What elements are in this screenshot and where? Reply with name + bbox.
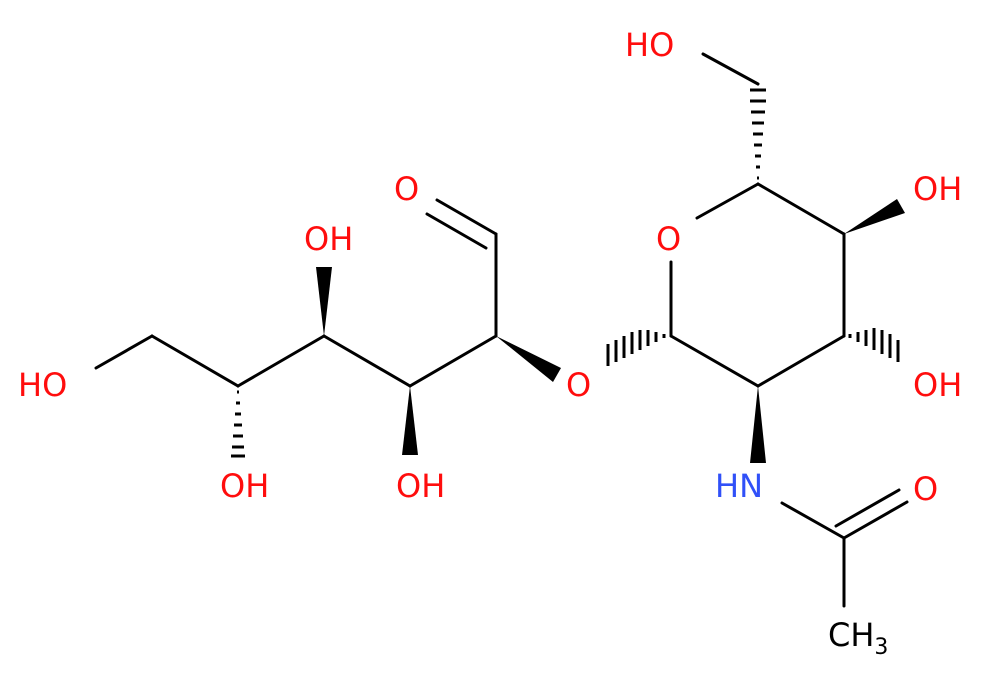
bond-carbonyl-o-2 bbox=[834, 488, 901, 528]
oh-chain-low-label: OH bbox=[220, 467, 269, 505]
bond-chain-c6-ho bbox=[94, 334, 154, 370]
ho-terminal-label: HO bbox=[18, 366, 67, 404]
hash-c3-oh bbox=[848, 328, 900, 362]
bond-nh-carbonyl bbox=[780, 501, 846, 540]
hash-chain-c5-oh bbox=[231, 390, 245, 458]
glycosidic-oxygen-label: O bbox=[566, 366, 591, 404]
bond-ring-c3-c2 bbox=[756, 334, 846, 388]
hash-c1-o bbox=[606, 330, 666, 366]
bond-ring-c2-c1 bbox=[669, 334, 760, 388]
hash-c5-c6 bbox=[750, 88, 766, 180]
bond-carbonyl-o-1 bbox=[842, 500, 909, 540]
wedge-chain-c2-o bbox=[496, 336, 561, 382]
bond-chain-c4-c5 bbox=[236, 334, 326, 388]
aldehyde-oxygen-label: O bbox=[394, 170, 419, 208]
wedge-chain-c4-oh bbox=[316, 267, 332, 336]
oh-c3-label: OH bbox=[913, 366, 962, 404]
bond-aldehyde-o-2 bbox=[425, 212, 488, 250]
oh-chain-top-label: OH bbox=[304, 220, 353, 258]
wedge-c2-n bbox=[750, 386, 766, 463]
ring-oxygen-label: O bbox=[656, 220, 681, 258]
ch3-label: CH3 bbox=[828, 616, 888, 660]
ho-top-label: HO bbox=[625, 26, 674, 64]
atom-labels: HO O OH OH HN O CH3 O O OH OH OH HO bbox=[18, 26, 962, 660]
wedge-chain-c3-oh bbox=[402, 386, 418, 455]
bond-aldehyde-o-1 bbox=[435, 198, 498, 236]
oh-c4-label: OH bbox=[913, 170, 962, 208]
wedge-c4-oh bbox=[844, 199, 905, 234]
bond-ring-c5-c4 bbox=[756, 182, 846, 236]
bond-ring-o-c5 bbox=[695, 182, 760, 220]
wedge-bonds bbox=[316, 199, 905, 463]
bond-chain-c5-c6 bbox=[150, 334, 240, 388]
bond-c6-ho bbox=[701, 52, 760, 86]
nh-label: HN bbox=[715, 467, 763, 505]
hash-bonds bbox=[231, 88, 900, 458]
bonds bbox=[94, 52, 909, 608]
oh-chain-mid-label: OH bbox=[396, 467, 445, 505]
bond-chain-c2-c3 bbox=[408, 334, 498, 388]
amide-oxygen-label: O bbox=[913, 470, 938, 508]
bond-chain-c3-c4 bbox=[322, 334, 412, 388]
